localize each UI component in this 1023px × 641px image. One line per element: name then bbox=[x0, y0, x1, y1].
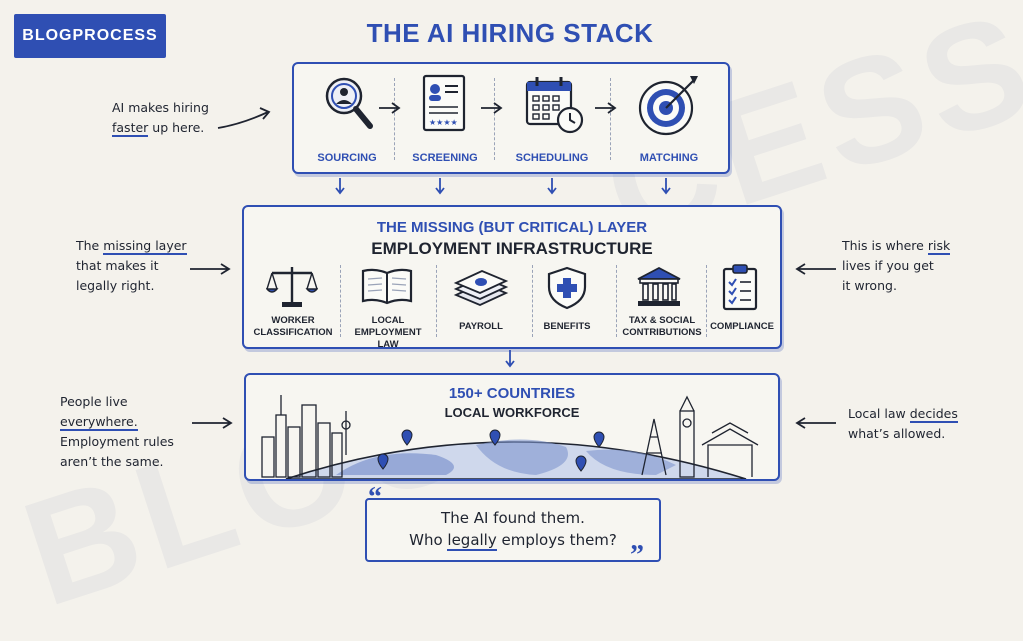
scales-icon bbox=[266, 267, 318, 307]
arrow-right-icon bbox=[595, 102, 617, 114]
divider bbox=[340, 265, 341, 337]
stage-sourcing: SOURCING bbox=[302, 70, 392, 166]
magnifier-person-icon bbox=[325, 77, 373, 129]
arrow-left-icon bbox=[795, 263, 836, 275]
note-risk: This is where risk lives if you get it w… bbox=[842, 238, 951, 293]
quote-box: The AI found them. Who legally employs t… bbox=[365, 498, 661, 562]
svg-text:★★★★: ★★★★ bbox=[429, 118, 458, 127]
note-text: AI makes hiring bbox=[112, 100, 209, 115]
stage-label: SOURCING bbox=[317, 152, 377, 164]
stage-scheduling: SCHEDULING bbox=[504, 70, 600, 166]
divider bbox=[610, 78, 611, 160]
target-icon bbox=[638, 76, 698, 136]
calendar-clock-icon bbox=[525, 77, 584, 134]
component-label: COMPLIANCE bbox=[710, 321, 774, 332]
divider bbox=[616, 265, 617, 337]
hand-arrow-icon bbox=[217, 107, 271, 129]
world-subtitle: LOCAL WORKFORCE bbox=[444, 405, 580, 420]
arrow-right-icon bbox=[481, 102, 503, 114]
arrow-right-icon bbox=[190, 263, 231, 275]
shield-plus-icon bbox=[547, 266, 587, 310]
stage-matching: MATCHING bbox=[620, 70, 718, 166]
world-map-illustration bbox=[261, 395, 759, 479]
divider bbox=[494, 78, 495, 160]
divider bbox=[706, 265, 707, 337]
note-local-law: Local law decides what’s allowed. bbox=[848, 406, 958, 441]
layer-title: THE MISSING (BUT CRITICAL) LAYER bbox=[376, 219, 648, 236]
divider bbox=[394, 78, 395, 160]
arrow-right-icon bbox=[192, 417, 233, 429]
arrow-left-icon bbox=[795, 417, 836, 429]
note-highlight: faster bbox=[112, 120, 149, 137]
divider bbox=[436, 265, 437, 337]
book-icon bbox=[361, 268, 413, 305]
component-label: PAYROLL bbox=[459, 321, 503, 332]
world-title: 150+ COUNTRIES bbox=[448, 385, 576, 402]
bank-icon bbox=[637, 266, 681, 306]
clipboard-check-icon bbox=[722, 264, 758, 311]
ai-hiring-box: SOURCING ★★★★ SCREENING bbox=[292, 62, 730, 174]
note-people-everywhere: People live everywhere. Employment rules… bbox=[60, 394, 174, 469]
quote-line-2: Who legally employs them? bbox=[409, 531, 617, 551]
cash-icon bbox=[453, 270, 509, 306]
close-quote-icon: ” bbox=[630, 540, 644, 571]
stage-screening: ★★★★ SCREENING bbox=[400, 70, 490, 166]
open-quote-icon: “ bbox=[368, 482, 382, 513]
quote-line-1: The AI found them. bbox=[441, 509, 585, 527]
down-arrow-icon bbox=[505, 350, 515, 368]
component-label: BENEFITS bbox=[543, 321, 591, 332]
world-box: 150+ COUNTRIES LOCAL WORKFORCE bbox=[244, 373, 780, 481]
down-arrows bbox=[335, 178, 671, 195]
stage-label: SCREENING bbox=[412, 152, 478, 164]
page-title: THE AI HIRING STACK bbox=[366, 18, 654, 48]
employment-infrastructure-box: THE MISSING (BUT CRITICAL) LAYER EMPLOYM… bbox=[242, 205, 782, 350]
stage-label: MATCHING bbox=[639, 152, 699, 164]
arrow-right-icon bbox=[379, 102, 401, 114]
brand-logo[interactable]: BLOGPROCESS bbox=[14, 14, 166, 58]
layer-subtitle: EMPLOYMENT INFRASTRUCTURE bbox=[371, 239, 653, 258]
stage-label: SCHEDULING bbox=[515, 152, 589, 164]
note-ai-faster: AI makes hiring faster up here. bbox=[112, 98, 222, 138]
divider bbox=[532, 265, 533, 337]
resume-icon: ★★★★ bbox=[422, 74, 466, 132]
note-missing-layer: The missing layer that makes it legally … bbox=[76, 238, 187, 293]
note-text: up here. bbox=[152, 120, 205, 135]
